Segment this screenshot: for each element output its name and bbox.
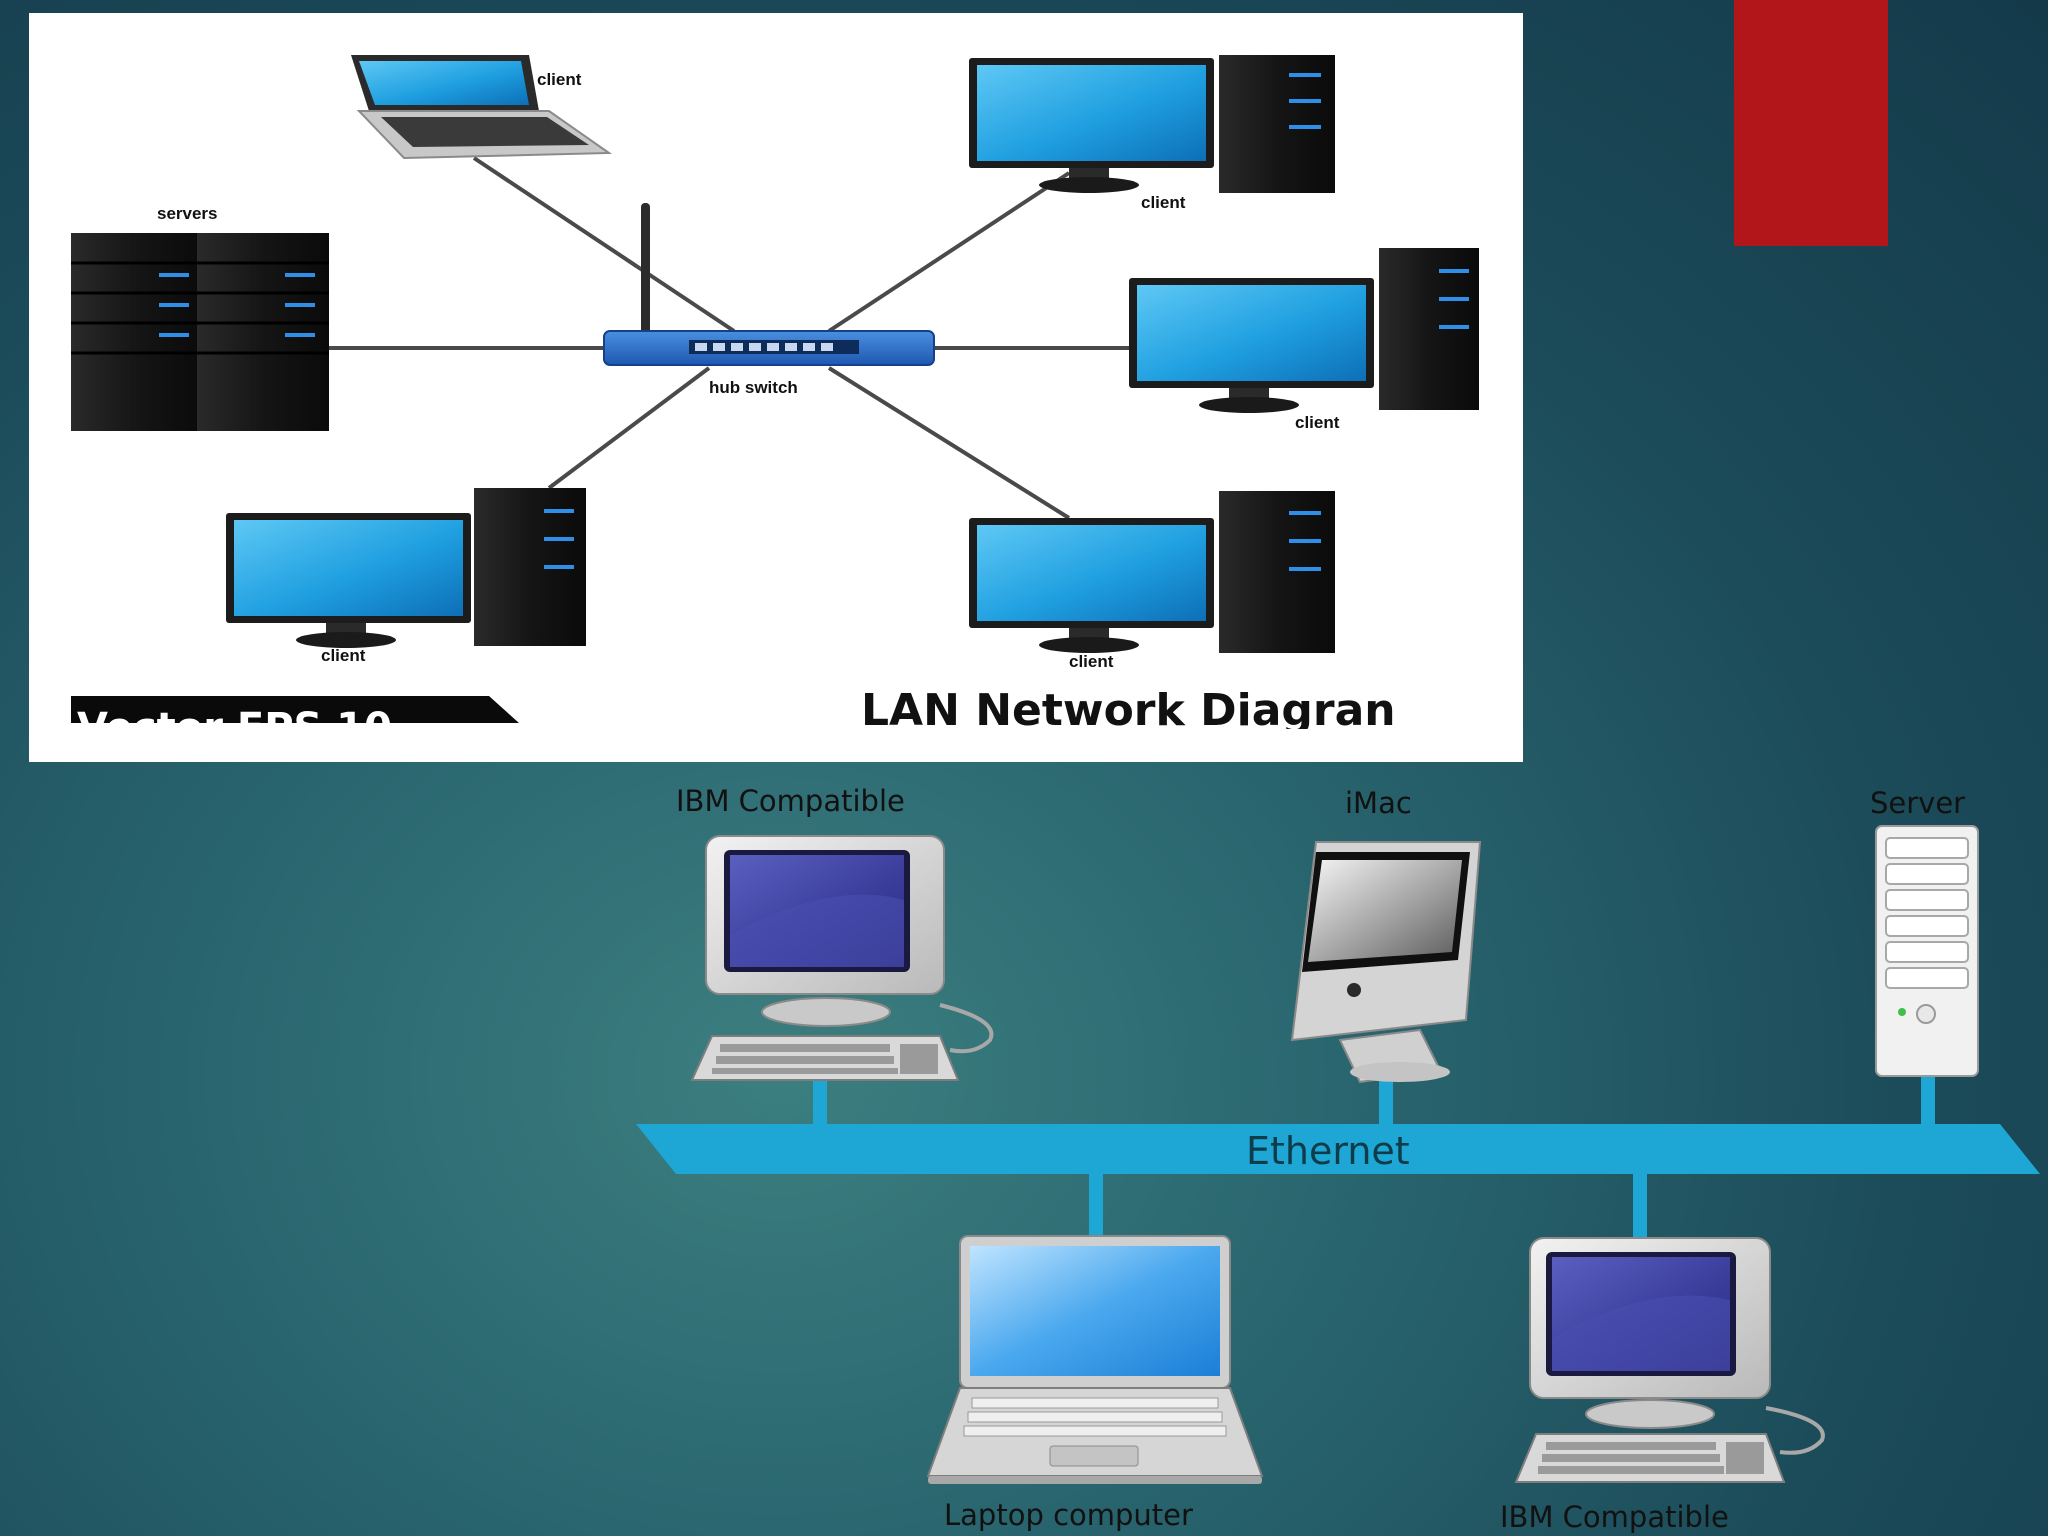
servers-icon bbox=[71, 233, 329, 431]
servers-label: servers bbox=[157, 204, 218, 223]
accent-bar bbox=[1734, 0, 1888, 246]
device-label-laptop: Laptop computer bbox=[944, 1498, 1193, 1532]
desktop-client-icon bbox=[969, 55, 1335, 193]
ethernet-bus bbox=[636, 1124, 2040, 1174]
server-tower-icon bbox=[1875, 825, 1979, 1077]
hub-switch-icon bbox=[603, 203, 935, 366]
imac-icon bbox=[1290, 841, 1482, 1084]
desktop-computer-icon bbox=[1514, 1237, 1825, 1483]
desktop-computer-icon bbox=[690, 835, 994, 1081]
client-label-3: client bbox=[1295, 413, 1340, 432]
lan-diagram-title: LAN Network Diagran bbox=[861, 685, 1396, 736]
bus-drop-lines bbox=[813, 1072, 1935, 1238]
lan-diagram-image: hub switch servers client client bbox=[29, 13, 1523, 762]
desktop-client-icon bbox=[969, 491, 1335, 653]
device-label-ibm-1: IBM Compatible bbox=[676, 784, 905, 818]
client-label-2: client bbox=[1141, 193, 1186, 212]
vector-eps-badge: Vector EPS 10 bbox=[77, 705, 392, 751]
desktop-client-icon bbox=[1129, 248, 1479, 413]
badge-background bbox=[71, 696, 519, 723]
device-label-imac: iMac bbox=[1345, 786, 1412, 820]
device-label-ibm-2: IBM Compatible bbox=[1500, 1500, 1729, 1534]
network-cables bbox=[329, 156, 1139, 520]
ethernet-label: Ethernet bbox=[1246, 1129, 1410, 1173]
client-label-1: client bbox=[537, 70, 582, 89]
hub-switch-label: hub switch bbox=[709, 378, 798, 397]
client-label-5: client bbox=[1069, 652, 1114, 671]
desktop-client-icon bbox=[226, 488, 586, 648]
laptop-client-icon bbox=[351, 55, 613, 160]
device-label-server: Server bbox=[1870, 786, 1965, 820]
lan-diagram-svg: hub switch servers client client bbox=[71, 55, 1479, 751]
client-label-4: client bbox=[321, 646, 366, 665]
laptop-icon bbox=[926, 1235, 1264, 1484]
